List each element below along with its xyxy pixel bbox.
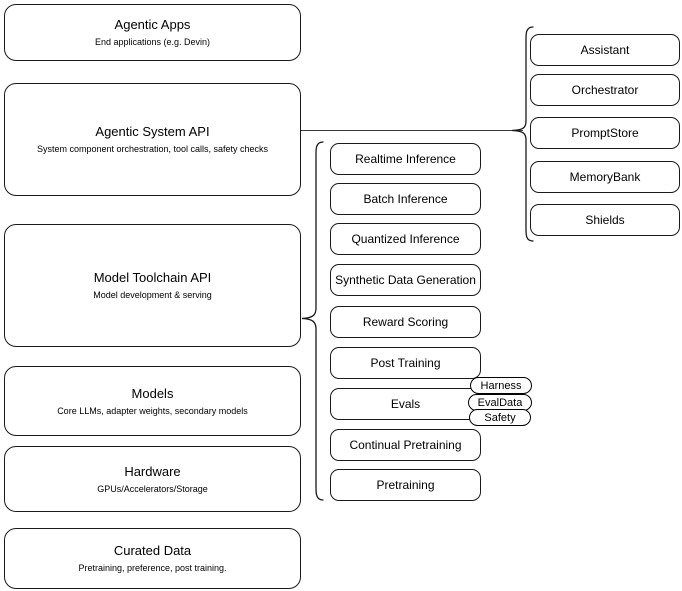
stack-subtitle: End applications (e.g. Devin)	[94, 37, 211, 47]
stack-box-agentic-apps[interactable]: Agentic Apps End applications (e.g. Devi…	[4, 4, 301, 61]
stack-title: Model Toolchain API	[93, 270, 212, 285]
component-shields[interactable]: Shields	[530, 204, 680, 236]
capability-label: Quantized Inference	[351, 232, 460, 246]
stack-box-model-toolchain-api[interactable]: Model Toolchain API Model development & …	[4, 224, 301, 347]
capability-continual-pretraining[interactable]: Continual Pretraining	[330, 429, 481, 461]
component-memorybank[interactable]: MemoryBank	[530, 161, 680, 193]
capability-label: Continual Pretraining	[349, 438, 462, 452]
component-orchestrator[interactable]: Orchestrator	[530, 74, 680, 106]
component-assistant[interactable]: Assistant	[530, 34, 680, 66]
stack-subtitle: Model development & serving	[93, 290, 212, 300]
capability-label: Synthetic Data Generation	[335, 273, 476, 287]
stack-box-hardware[interactable]: Hardware GPUs/Accelerators/Storage	[4, 446, 301, 512]
component-label: Assistant	[580, 43, 630, 57]
eval-chip-safety[interactable]: Safety	[469, 409, 531, 426]
capability-label: Reward Scoring	[362, 315, 449, 329]
capability-evals[interactable]: Evals	[330, 388, 481, 420]
capability-synthetic-data-generation[interactable]: Synthetic Data Generation	[330, 264, 481, 296]
stack-box-agentic-system-api[interactable]: Agentic System API System component orch…	[4, 83, 301, 196]
stack-subtitle: System component orchestration, tool cal…	[36, 144, 269, 154]
component-label: Shields	[585, 213, 625, 227]
stack-box-models[interactable]: Models Core LLMs, adapter weights, secon…	[4, 366, 301, 436]
stack-subtitle: Core LLMs, adapter weights, secondary mo…	[57, 405, 248, 416]
capability-label: Realtime Inference	[355, 152, 456, 166]
capability-pretraining[interactable]: Pretraining	[330, 469, 481, 501]
component-label: Orchestrator	[571, 83, 639, 97]
stack-title: Agentic Apps	[114, 17, 191, 32]
eval-chip-harness[interactable]: Harness	[470, 377, 532, 394]
stack-title: Models	[131, 385, 174, 401]
component-label: PromptStore	[571, 126, 639, 140]
stack-subtitle: GPUs/Accelerators/Storage	[97, 483, 208, 494]
component-label: MemoryBank	[569, 170, 641, 184]
connector-line-system-api	[301, 130, 523, 132]
eval-chip-label: EvalData	[477, 396, 523, 409]
capability-reward-scoring[interactable]: Reward Scoring	[330, 306, 481, 338]
capability-label: Pretraining	[376, 478, 435, 492]
capability-quantized-inference[interactable]: Quantized Inference	[330, 223, 481, 255]
capability-label: Evals	[390, 397, 421, 411]
stack-subtitle: Pretraining, preference, post training.	[78, 563, 227, 573]
capability-label: Batch Inference	[363, 192, 448, 206]
brace-system-components	[507, 25, 539, 249]
capability-post-training[interactable]: Post Training	[330, 347, 481, 379]
stack-box-curated-data[interactable]: Curated Data Pretraining, preference, po…	[4, 528, 301, 589]
eval-chip-label: Harness	[480, 379, 522, 392]
stack-title: Hardware	[124, 463, 181, 479]
stack-title: Agentic System API	[95, 124, 210, 139]
capability-realtime-inference[interactable]: Realtime Inference	[330, 143, 481, 175]
capability-batch-inference[interactable]: Batch Inference	[330, 183, 481, 215]
component-promptstore[interactable]: PromptStore	[530, 117, 680, 149]
capability-label: Post Training	[370, 356, 441, 370]
brace-toolchain	[297, 140, 329, 522]
eval-chip-label: Safety	[484, 411, 516, 424]
stack-title: Curated Data	[113, 543, 192, 558]
